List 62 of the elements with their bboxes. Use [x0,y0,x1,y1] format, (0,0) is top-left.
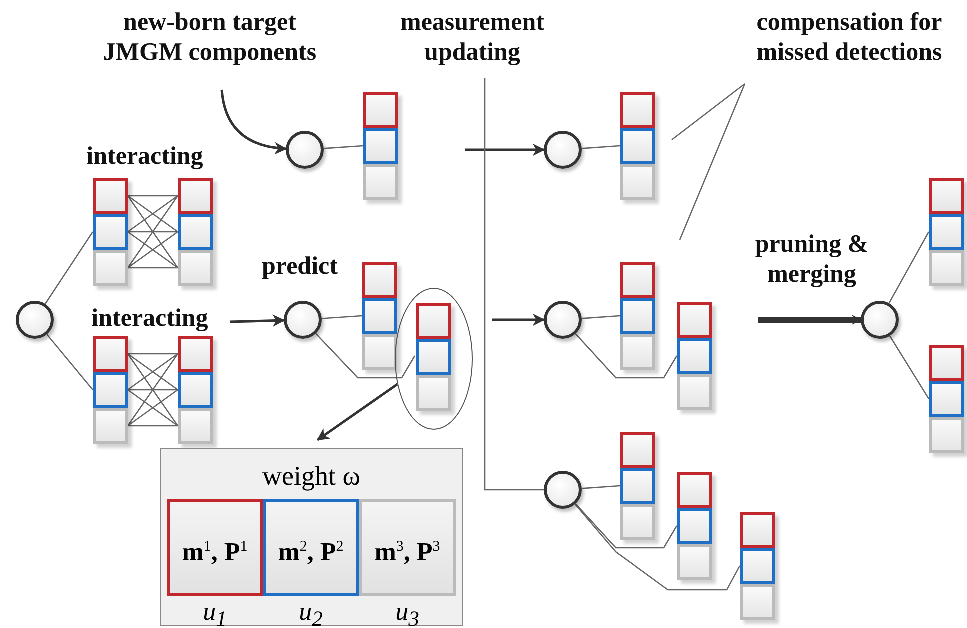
step-label: interacting [86,142,204,172]
interaction-lines [127,195,179,269]
component-stack [929,178,964,286]
connector-line [574,504,741,591]
component-stack [677,472,712,580]
parameter-cell: m$^{3}$, P$^{3}$ [359,499,456,596]
arrow [758,315,862,325]
state-circle [861,301,899,339]
connector-line [889,336,930,400]
connector-line [46,334,94,390]
connector-line [582,485,620,490]
parameter-cell: m$^{2}$, P$^{2}$ [263,499,359,596]
component-stack [929,345,964,453]
annotation-text: measurement updating [365,8,580,74]
state-circle [544,471,582,509]
connector-line [322,315,362,320]
component-stack [677,302,712,410]
annotation-text: compensation for missed detections [732,8,967,74]
arrow [316,383,398,442]
arrow [230,314,286,328]
parameter-cell: m$^{1}$, P$^{1}$ [167,499,263,596]
connector-line [44,232,94,304]
connector-line [484,78,544,491]
arrow [492,314,546,326]
state-circle [284,301,322,339]
step-label: pruning & merging [754,230,870,290]
connector-line [316,333,416,379]
state-circle [544,301,582,339]
connector-line [324,145,364,150]
leader-line [672,83,746,141]
state-circle [16,301,54,339]
component-index: u$_{3}$ [394,598,420,628]
connector-line [575,334,678,379]
connector-line [575,504,678,549]
component-stack [416,303,451,411]
component-stack [620,262,655,370]
component-stack [93,336,128,444]
leader-line [679,84,746,240]
component-stack [93,178,128,286]
component-index: u$_{2}$ [298,598,324,628]
highlight-ellipse [395,288,473,430]
connector-line [582,145,620,150]
weight-card [160,448,463,626]
annotation-text: new-born target JMGM components [90,8,330,74]
arrow [220,90,288,154]
step-label: interacting [90,304,210,334]
interaction-lines [127,353,179,427]
component-index: u$_{1}$ [202,598,228,628]
connector-line [582,315,620,320]
card-title: weight ω [261,461,362,491]
component-stack [178,178,213,286]
arrow [465,144,546,156]
component-stack [740,512,775,620]
component-stack [620,92,655,200]
state-circle [286,131,324,169]
component-stack [362,262,397,370]
connector-line [888,232,930,304]
state-circle [544,131,582,169]
step-label: predict [261,252,339,282]
component-stack [363,92,398,200]
component-stack [178,336,213,444]
component-stack [620,432,655,540]
